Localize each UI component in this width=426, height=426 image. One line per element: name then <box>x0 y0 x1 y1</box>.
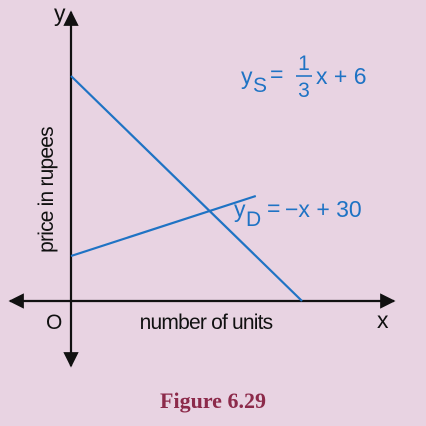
demand-equation: y D = −x + 30 <box>234 195 362 231</box>
origin-label: O <box>46 311 62 334</box>
supply-equation: y S = 1 3 x + 6 <box>241 52 367 102</box>
y-axis-title: price in rupees <box>35 127 58 253</box>
y-axis-letter: y <box>54 0 66 26</box>
supply-eq-equals: = <box>270 61 283 87</box>
supply-eq-denominator: 3 <box>298 79 310 102</box>
demand-line <box>70 75 303 302</box>
supply-eq-subscript: S <box>253 74 267 97</box>
x-axis-letter: x <box>377 307 389 333</box>
demand-eq-equals: = <box>267 195 280 221</box>
supply-eq-y: y <box>241 63 253 89</box>
supply-eq-rhs: x + 6 <box>316 63 367 89</box>
supply-eq-numerator: 1 <box>298 52 310 75</box>
supply-line <box>70 194 257 258</box>
demand-eq-subscript: D <box>246 208 261 231</box>
demand-eq-rhs: −x + 30 <box>285 196 362 222</box>
demand-eq-y: y <box>234 196 246 222</box>
figure-caption: Figure 6.29 <box>160 388 266 413</box>
x-axis-title: number of units <box>140 311 273 334</box>
